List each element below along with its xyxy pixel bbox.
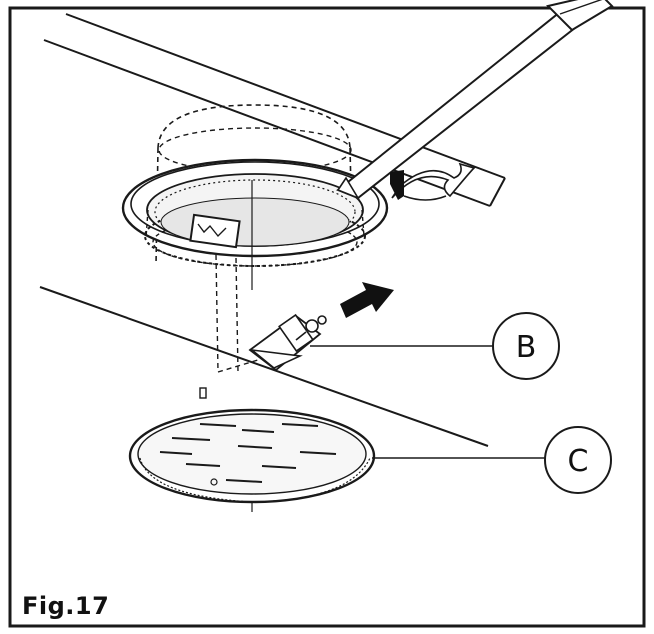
lower-plane-line [39,286,489,447]
figure-border [8,6,646,628]
callout-c-circle [544,426,612,494]
push-arrow-icon [340,282,394,318]
screwdriver-icon [336,0,614,200]
rotate-arrow-icon [390,162,476,201]
callout-b-label: B [516,330,537,365]
spring-clip [248,313,327,372]
callout-b-circle [492,312,560,380]
figure-caption: Fig.17 [22,592,110,620]
callout-c-label: C [568,444,589,479]
diffuser-lens [128,387,376,504]
dashed-connector [215,254,259,373]
light-fixture-housing [121,104,389,267]
